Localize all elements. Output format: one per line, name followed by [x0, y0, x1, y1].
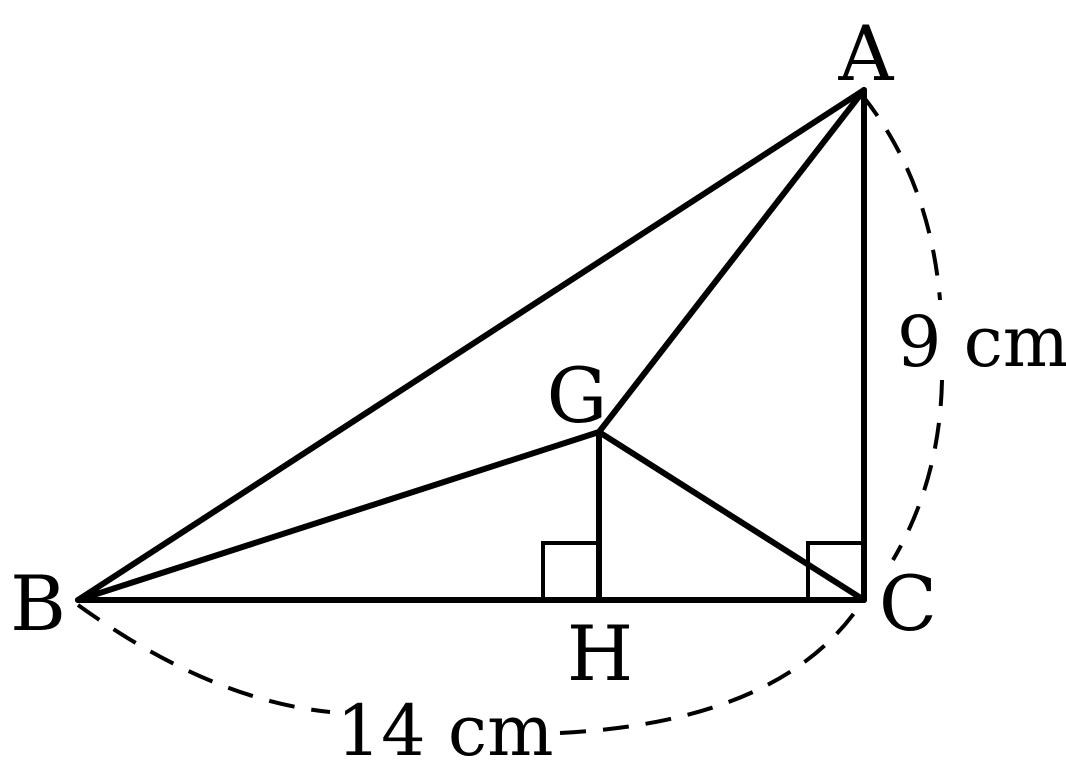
point-label-h: H: [567, 609, 633, 698]
segment-bg: [75, 429, 602, 603]
segment-ag: [596, 87, 867, 435]
point-label-b: B: [10, 559, 66, 648]
dimension-label-ac: 9 cm: [897, 301, 1066, 383]
point-label-g: G: [547, 351, 608, 440]
right-angle-marker-h: [541, 541, 601, 601]
segment-cg: [596, 429, 867, 603]
dimension-label-bc: 14 cm: [337, 690, 554, 772]
dimension-arc-ac-bottom: [891, 379, 944, 562]
dimension-arc-bc: [76, 603, 331, 714]
dimension-arc-ac-top: [860, 93, 942, 301]
point-label-c: C: [879, 559, 937, 648]
point-label-a: A: [838, 9, 895, 98]
segment-ab: [75, 87, 867, 603]
dimension-arc-bc-right: [559, 603, 862, 735]
